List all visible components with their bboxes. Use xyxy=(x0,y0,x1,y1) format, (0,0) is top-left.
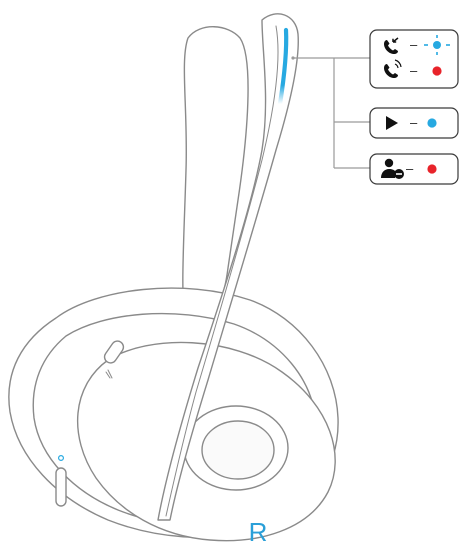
svg-text:–: – xyxy=(410,37,418,52)
power-indicator xyxy=(57,455,64,462)
legend-box-busy: – xyxy=(369,153,459,185)
arm-inner-edge xyxy=(165,25,279,517)
legend-box-calls: – – xyxy=(369,29,459,89)
led-strip xyxy=(277,27,289,107)
led-flashing-blue-icon xyxy=(424,35,450,55)
play-icon xyxy=(386,116,398,130)
legend-box-media: – xyxy=(369,107,459,139)
led-solid-red-icon xyxy=(432,66,442,76)
incoming-call-icon xyxy=(384,37,399,54)
pointer-lines xyxy=(291,56,370,169)
busy-user-icon xyxy=(381,158,404,179)
led-solid-red-icon xyxy=(427,164,437,174)
led-solid-blue-icon xyxy=(427,118,437,128)
side-button xyxy=(103,340,125,364)
power-slider xyxy=(55,467,67,507)
svg-text:–: – xyxy=(410,63,418,78)
legend: – – – xyxy=(369,29,459,185)
headband-arm xyxy=(157,13,299,521)
button-glyph xyxy=(105,369,113,379)
speaker-mesh xyxy=(201,420,275,480)
active-call-icon xyxy=(384,59,402,78)
svg-text:–: – xyxy=(406,161,414,176)
svg-text:–: – xyxy=(410,115,418,130)
headset-illustration xyxy=(8,13,339,542)
side-label: R xyxy=(248,517,268,547)
